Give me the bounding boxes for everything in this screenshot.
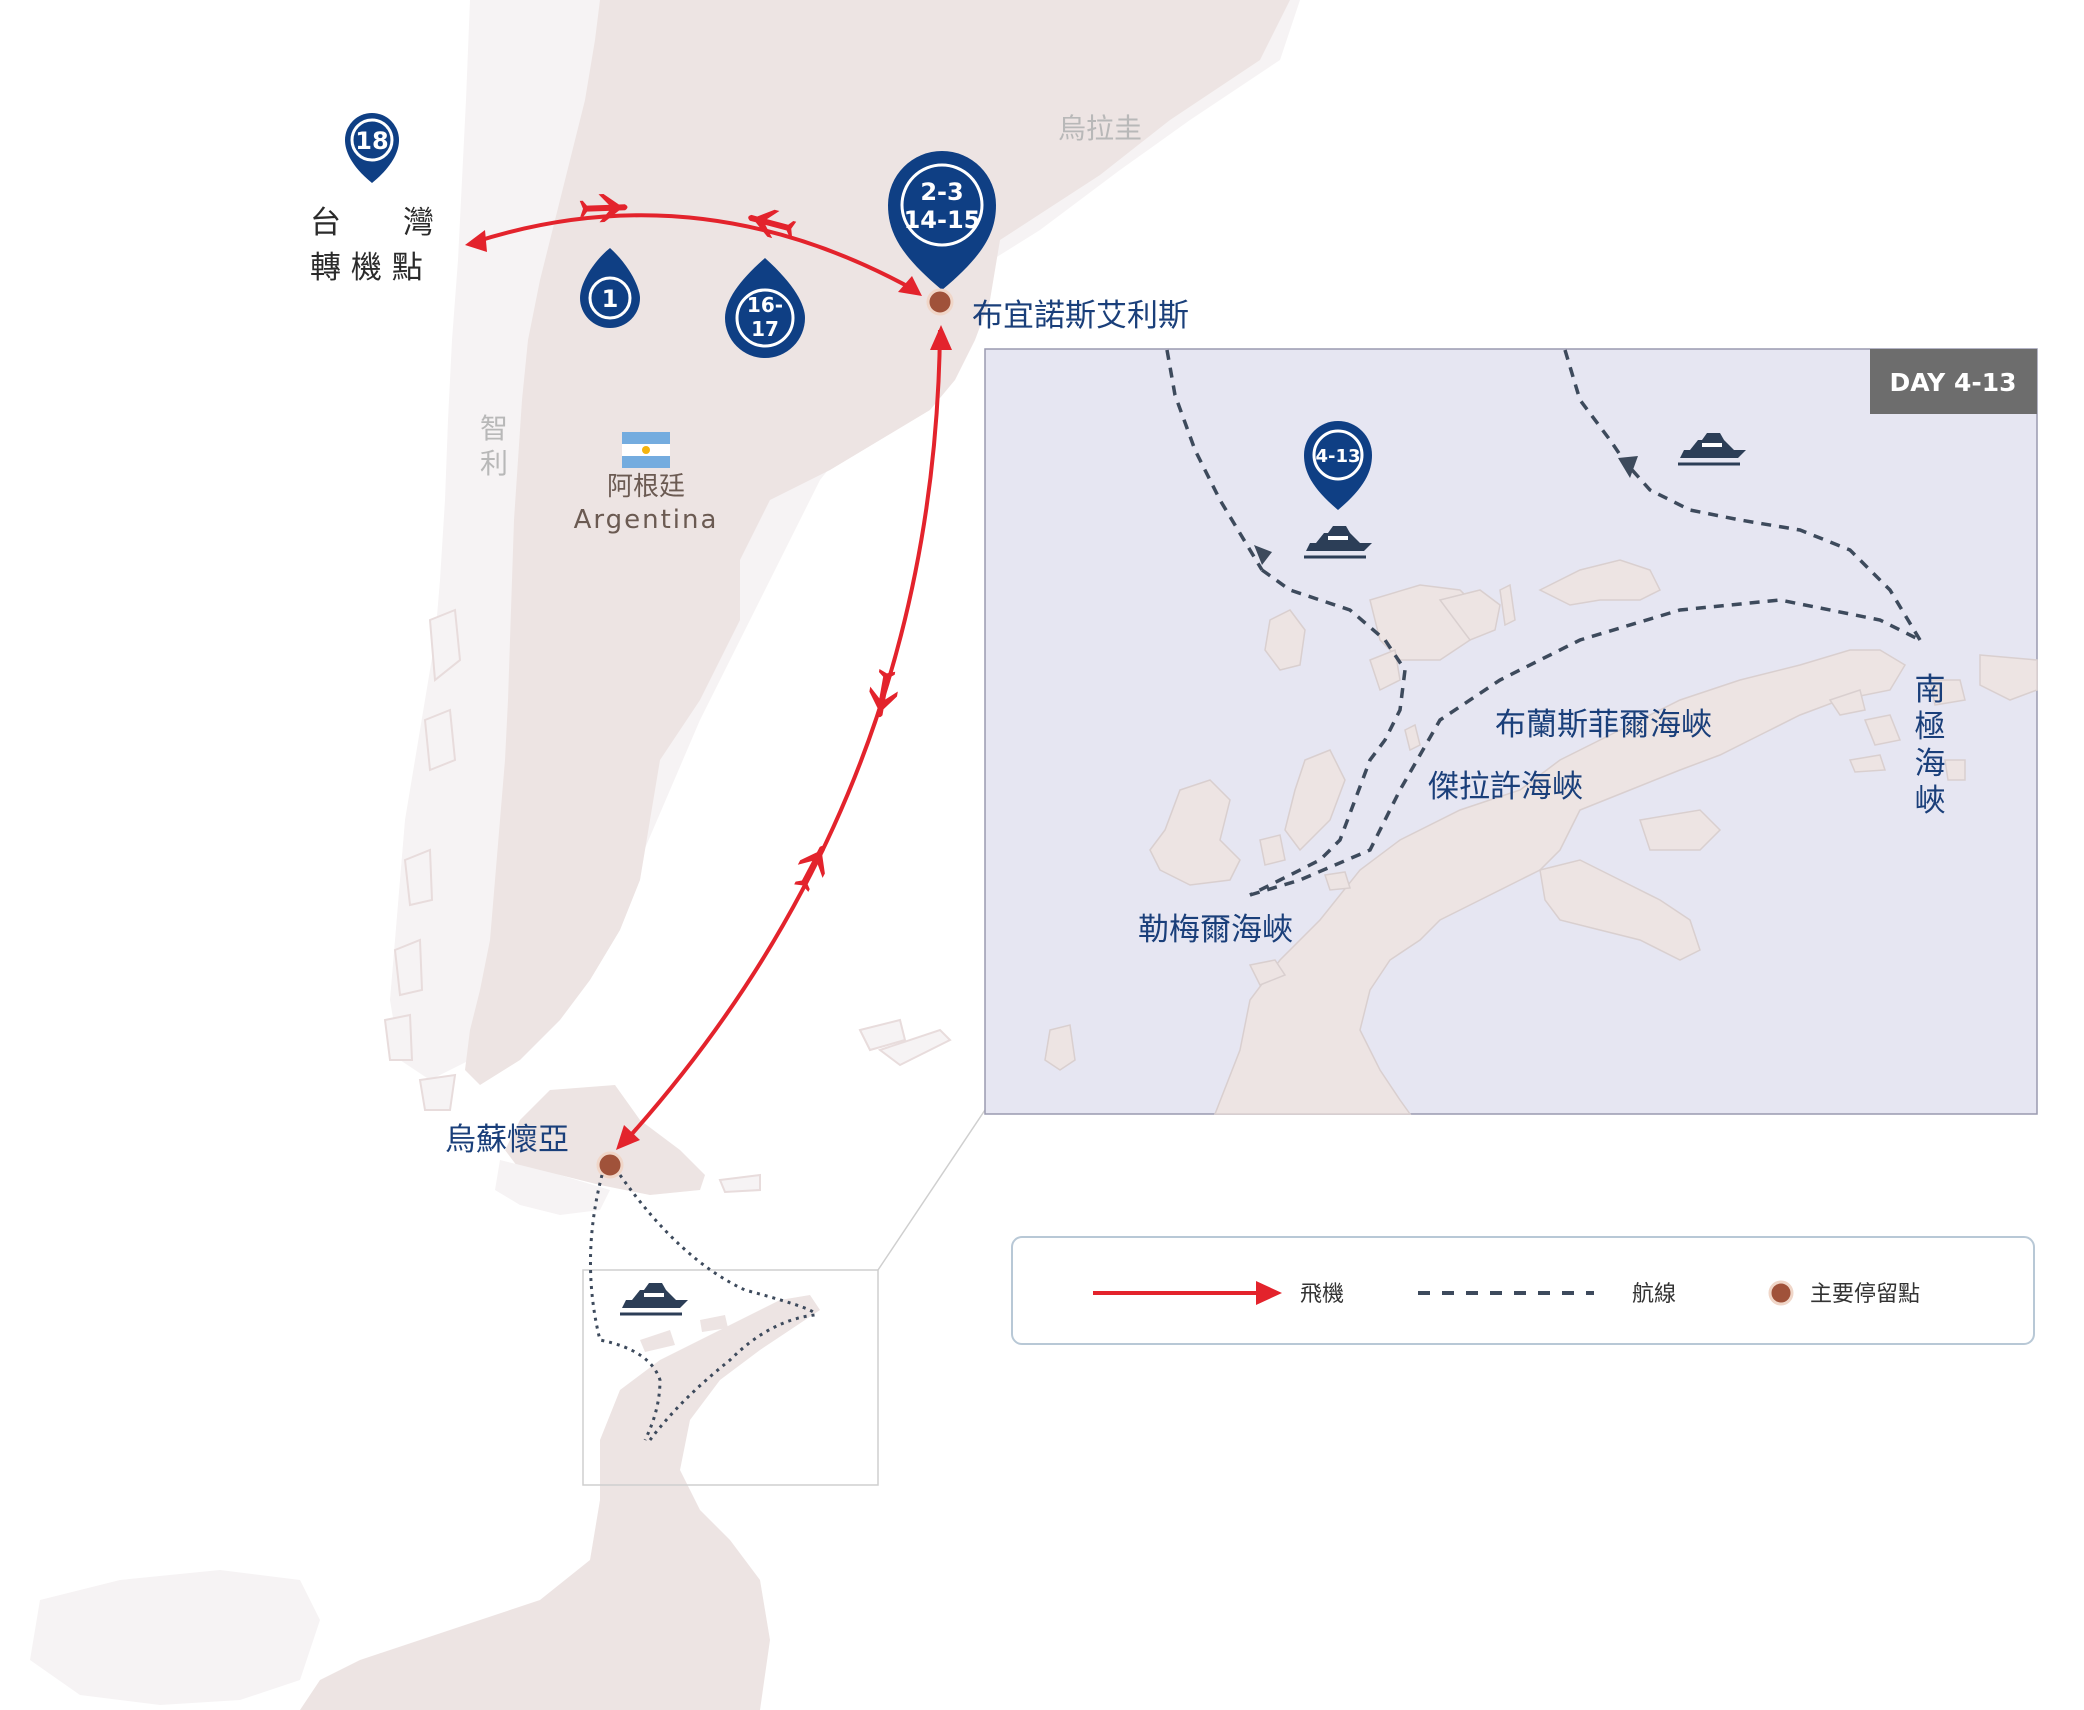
- arrowhead-ba-1: [898, 276, 922, 296]
- label-chile-1: 智: [480, 412, 508, 445]
- label-buenos-aires: 布宜諾斯艾利斯: [972, 298, 1189, 334]
- label-ushuaia: 烏蘇懷亞: [445, 1122, 569, 1158]
- legend: 飛機 航線 主要停留點: [1011, 1236, 2035, 1345]
- inset-connector-top: [877, 1109, 986, 1271]
- inset-source-box: [582, 1269, 879, 1486]
- flight-route-ba-ushuaia: [620, 329, 942, 1147]
- legend-flight-arrow: [1256, 1281, 1282, 1305]
- land-antarctic-peninsula-main: [300, 1295, 820, 1710]
- day-badge-text: DAY 4-13: [1889, 368, 2016, 397]
- land-tierra-del-fuego: [505, 1085, 705, 1195]
- svg-text:2-3: 2-3: [920, 178, 963, 206]
- legend-stop-dot: [1768, 1280, 1794, 1306]
- inset-map: DAY 4-13: [984, 348, 2038, 1115]
- svg-text:16-: 16-: [747, 293, 783, 317]
- label-uruguay: 烏拉圭: [1058, 112, 1142, 145]
- flag-icon: [622, 432, 670, 468]
- label-antarctic-3: 海: [1915, 746, 1946, 782]
- label-taiwan-line2: 轉 機 點: [310, 250, 423, 286]
- flight-route-taiwan-ba: [474, 213, 919, 294]
- airplane-icon: [865, 667, 902, 720]
- map-pin-icon: [345, 113, 399, 183]
- chile-islands: [383, 608, 952, 1194]
- map-pin-icon: [1304, 421, 1372, 510]
- arrowhead-taiwan: [465, 230, 487, 252]
- inset-land: [1044, 559, 2038, 1115]
- inset-route-arrow-2: [1618, 456, 1638, 478]
- day-badge: [1870, 349, 2037, 414]
- legend-flight-label: 飛機: [1300, 1282, 1344, 1307]
- inset-cruise-routes: [1165, 349, 1922, 897]
- label-taiwan-line1: 台 灣: [310, 205, 434, 241]
- land-argentina: [465, 0, 1290, 1085]
- arrowhead-ba-2: [930, 325, 952, 350]
- label-lemaire: 勒梅爾海峽: [1138, 912, 1293, 948]
- label-argentina-cn: 阿根廷: [607, 472, 685, 502]
- flight-routes: [474, 213, 942, 1147]
- legend-route-label: 航線: [1632, 1282, 1676, 1307]
- antarctic-islands-small: [610, 1315, 728, 1548]
- pin-day-16-17: 16- 17: [725, 258, 805, 358]
- label-chile-2: 利: [480, 447, 508, 480]
- inset-peninsula: [1213, 649, 1907, 1115]
- svg-text:14-15: 14-15: [904, 206, 981, 234]
- inset-route-arrow-1: [1254, 545, 1272, 565]
- pin-day-1: 1: [580, 248, 640, 328]
- svg-text:1: 1: [602, 285, 619, 313]
- pin-day-18: 18: [345, 113, 399, 183]
- pin-day-4-13: 4-13: [1304, 421, 1372, 510]
- map-pin-icon: [888, 151, 996, 290]
- land-tierra-del-fuego-west: [495, 1160, 610, 1215]
- ship-icon: [618, 1281, 690, 1316]
- label-antarctic-1: 南: [1915, 672, 1946, 708]
- stop-buenos-aires: [926, 288, 954, 316]
- cruise-route-main: [588, 1174, 817, 1441]
- airplane-icon: [788, 839, 836, 895]
- svg-text:4-13: 4-13: [1315, 446, 1360, 467]
- arrowhead-ushuaia: [616, 1125, 640, 1150]
- label-gerlache: 傑拉許海峽: [1428, 769, 1583, 805]
- label-antarctic-4: 峽: [1915, 783, 1946, 819]
- legend-stop-label: 主要停留點: [1810, 1282, 1920, 1307]
- pin-buenos-aires: 2-3 14-15: [888, 151, 996, 290]
- svg-text:17: 17: [751, 317, 779, 341]
- label-argentina-en: Argentina: [574, 505, 719, 535]
- label-antarctic-2: 極: [1915, 709, 1946, 745]
- stop-ushuaia: [596, 1151, 624, 1179]
- land-antarctic-islands-main: [30, 1570, 320, 1705]
- label-bransfield: 布蘭斯菲爾海峽: [1495, 707, 1712, 743]
- svg-text:18: 18: [355, 127, 388, 155]
